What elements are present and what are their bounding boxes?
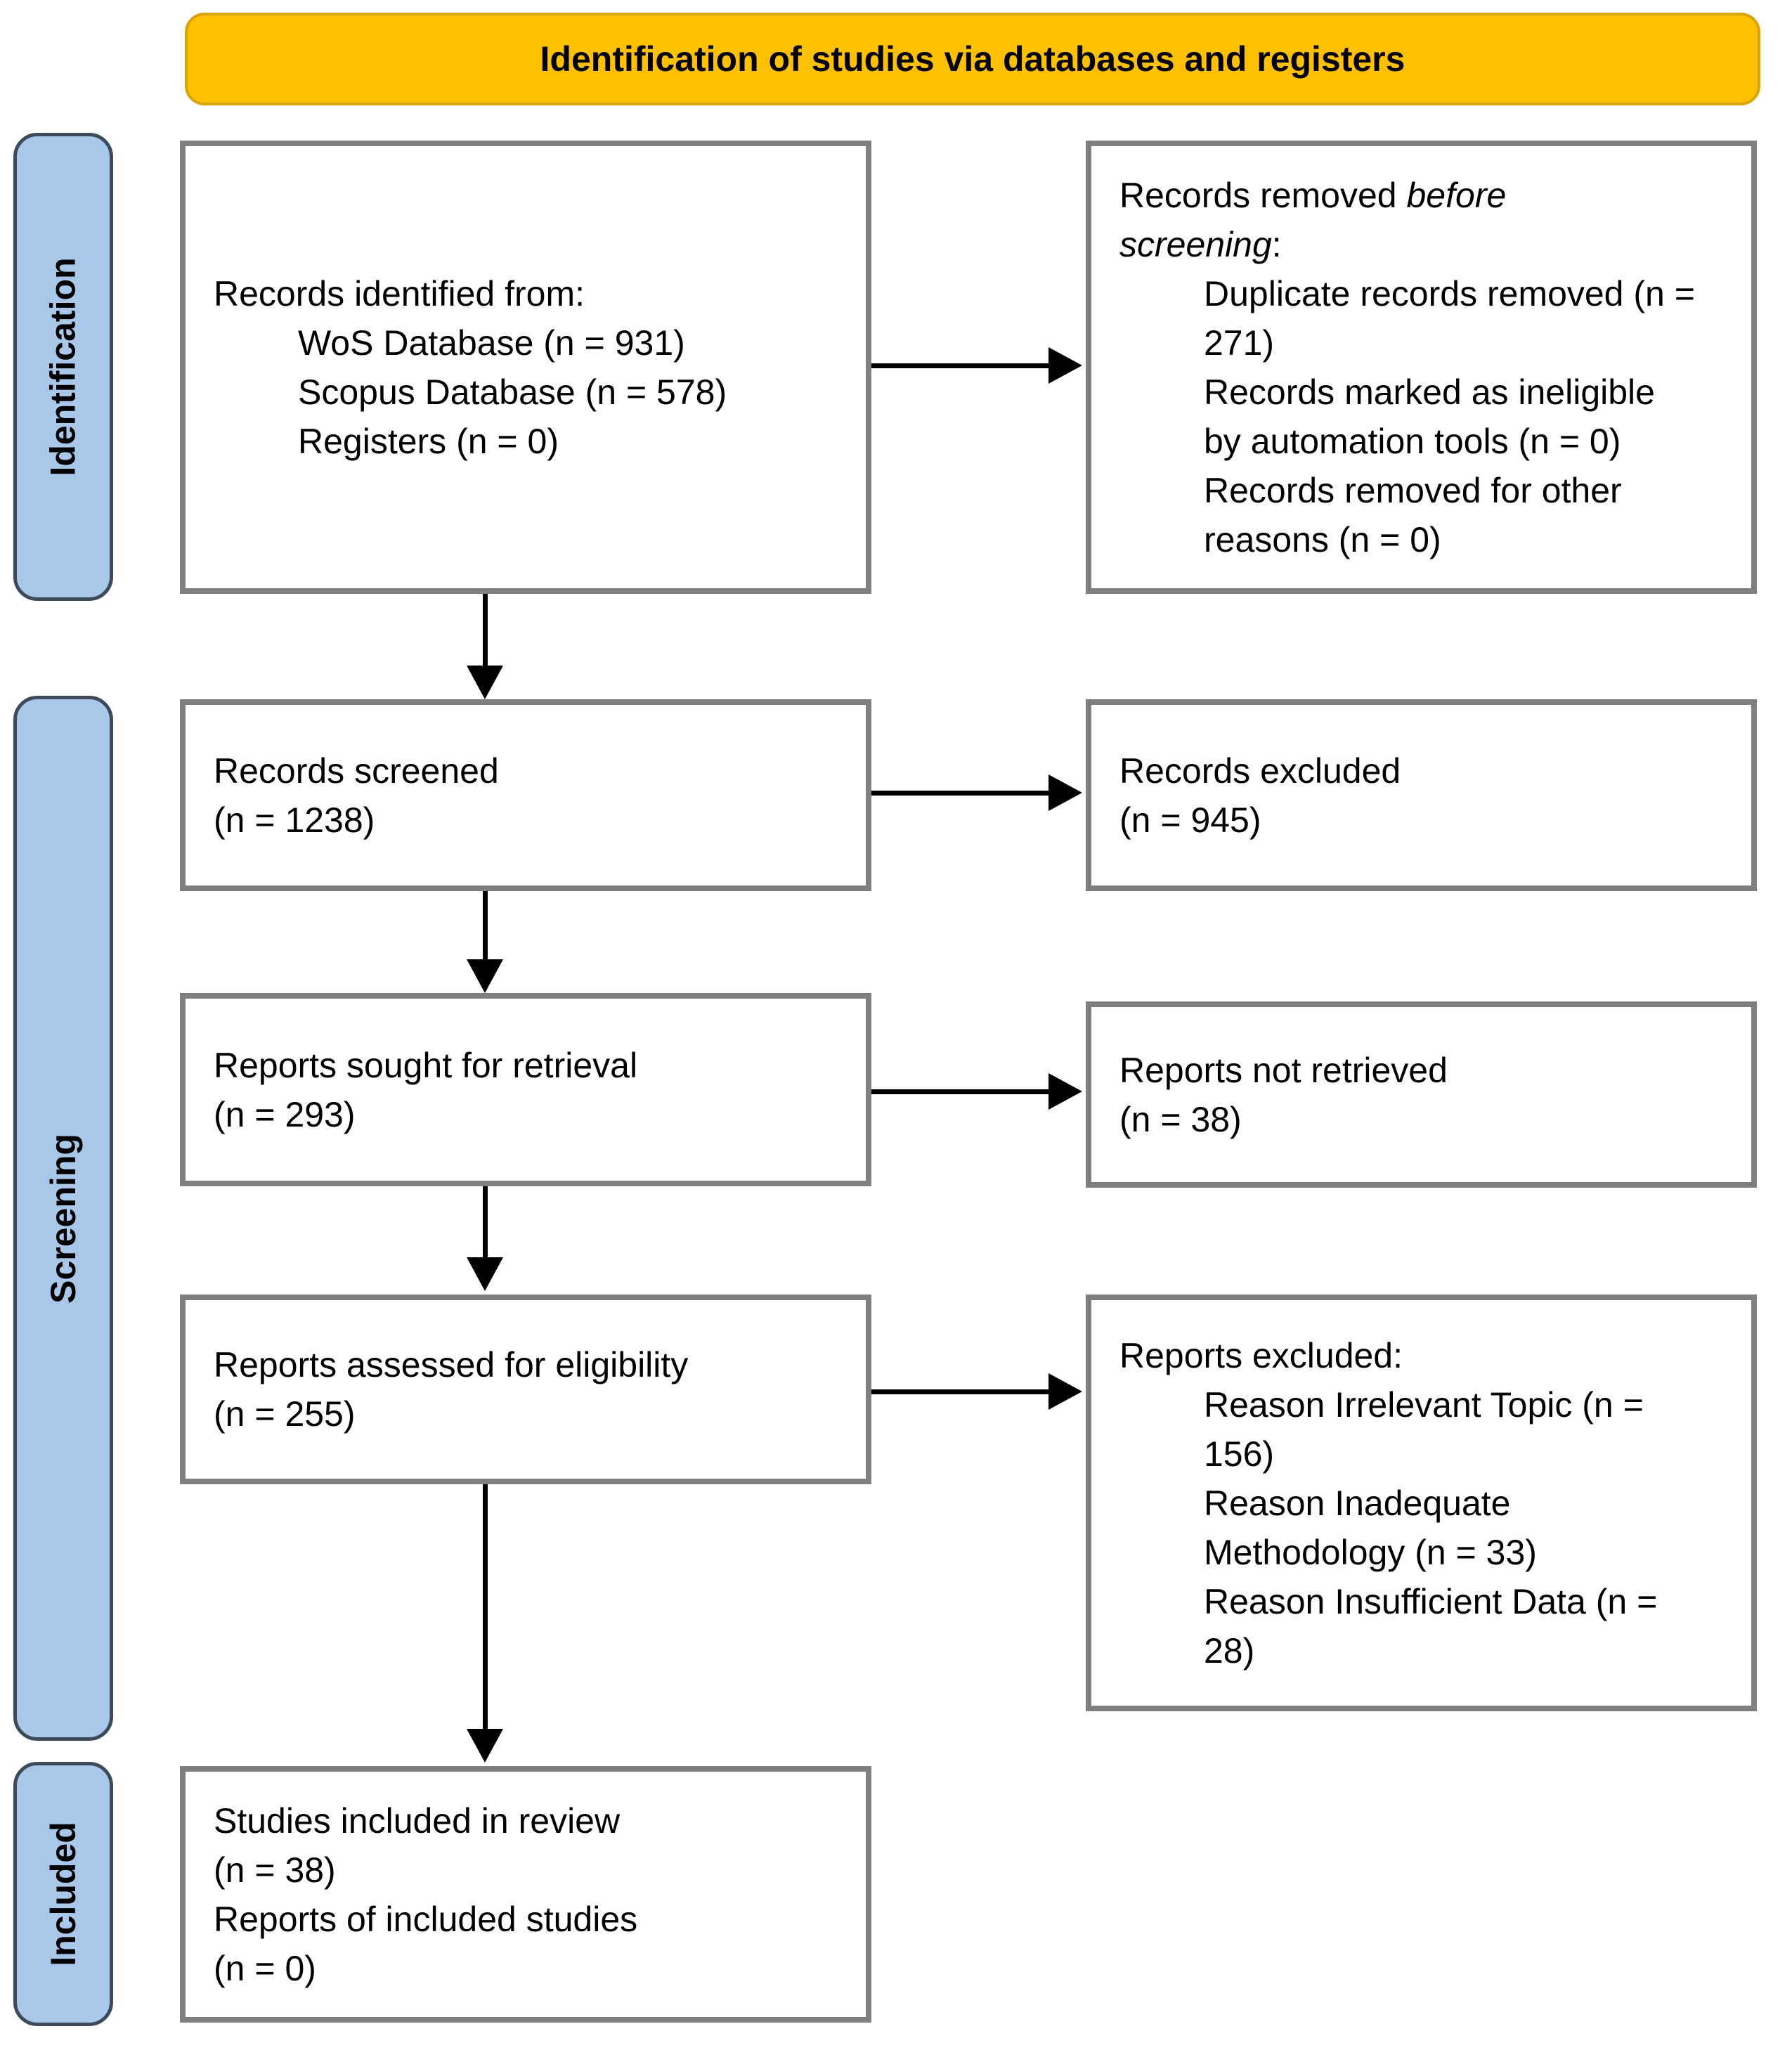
box-records-identified: Records identified from: WoS Database (n… [180,141,871,594]
arrow-sought-to-assessed-head [467,1257,503,1291]
box-reports-sought-line: Reports sought for retrieval [214,1045,638,1085]
box-reports-excluded: Reports excluded: Reason Irrelevant Topi… [1086,1295,1757,1711]
box-reports-sought-count: (n = 293) [214,1094,356,1134]
arrow-screened-to-excluded-line [871,791,1048,796]
box-records-removed-item: Records removed for other reasons (n = 0… [1204,470,1622,559]
box-records-screened-line: Records screened [214,751,499,791]
box-reports-not-retrieved-line: Reports not retrieved [1119,1050,1448,1090]
italic-before-screening: before screening [1119,175,1507,264]
box-reports-not-retrieved: Reports not retrieved (n = 38) [1086,1001,1757,1188]
box-records-screened-count: (n = 1238) [214,800,375,840]
box-reports-excluded-item: Reason Inadequate Methodology (n = 33) [1204,1483,1537,1572]
box-studies-included: Studies included in review (n = 38) Repo… [180,1766,871,2023]
box-reports-not-retrieved-count: (n = 38) [1119,1099,1242,1139]
arrow-screened-to-excluded-head [1048,774,1082,811]
box-records-identified-title: Records identified from: [214,273,585,313]
box-records-identified-item: Registers (n = 0) [298,421,559,461]
arrow-assessed-to-reportsexcluded-line [871,1389,1048,1394]
arrow-identified-to-screened-line [483,594,488,666]
arrow-screened-to-sought-line [483,891,488,959]
arrow-identified-to-removed-line [871,363,1048,368]
arrow-sought-to-notretrieved-head [1048,1073,1082,1110]
box-studies-included-line: Reports of included studies [214,1899,638,1939]
arrow-screened-to-sought-head [467,959,503,993]
box-reports-assessed-count: (n = 255) [214,1394,356,1434]
arrow-sought-to-assessed-line [483,1186,488,1257]
banner: Identification of studies via databases … [185,13,1760,105]
arrow-identified-to-removed-head [1048,347,1082,384]
box-records-excluded-count: (n = 945) [1119,800,1261,840]
arrow-assessed-to-included-head [467,1729,503,1763]
box-records-excluded: Records excluded (n = 945) [1086,699,1757,891]
stage-included: Included [13,1762,113,2026]
box-records-excluded-line: Records excluded [1119,751,1401,791]
arrow-assessed-to-included-line [483,1484,488,1729]
arrow-sought-to-notretrieved-line [871,1089,1048,1094]
box-reports-excluded-title: Reports excluded: [1119,1335,1403,1375]
box-reports-excluded-item: Reason Irrelevant Topic (n = 156) [1204,1384,1644,1474]
arrow-assessed-to-reportsexcluded-head [1048,1373,1082,1410]
box-reports-assessed: Reports assessed for eligibility (n = 25… [180,1295,871,1484]
box-studies-included-count: (n = 38) [214,1850,336,1890]
box-reports-assessed-line: Reports assessed for eligibility [214,1345,689,1384]
box-reports-sought: Reports sought for retrieval (n = 293) [180,993,871,1186]
stage-screening-label: Screening [44,1133,83,1304]
stage-identification-label: Identification [44,257,84,476]
banner-title: Identification of studies via databases … [540,39,1405,79]
box-records-screened: Records screened (n = 1238) [180,699,871,891]
box-records-removed-item: Duplicate records removed (n = 271) [1204,273,1695,363]
box-records-removed-title: Records removed before screening: [1119,175,1507,264]
box-records-identified-item: WoS Database (n = 931) [298,323,685,363]
box-studies-included-line: Studies included in review [214,1801,621,1841]
box-records-removed-item: Records marked as ineligible by automati… [1204,372,1655,461]
stage-included-label: Included [44,1822,84,1966]
box-studies-included-count: (n = 0) [214,1948,316,1988]
arrow-identified-to-screened-head [467,666,503,699]
stage-identification: Identification [13,133,113,601]
stage-screening: Screening [13,696,113,1741]
box-records-identified-item: Scopus Database (n = 578) [298,372,727,412]
box-reports-excluded-item: Reason Insufficient Data (n = 28) [1204,1581,1658,1671]
box-records-removed: Records removed before screening: Duplic… [1086,141,1757,594]
